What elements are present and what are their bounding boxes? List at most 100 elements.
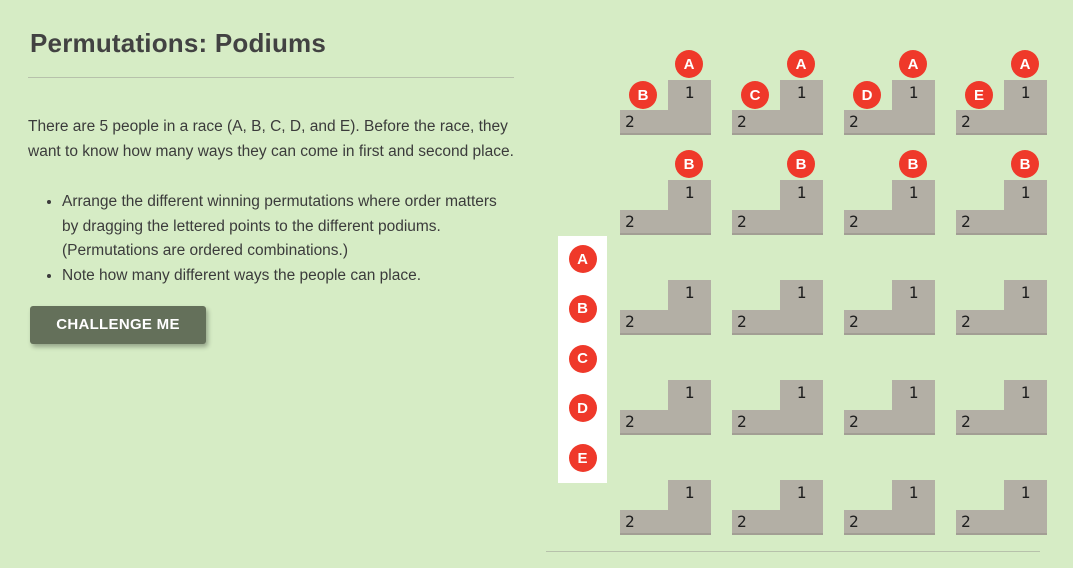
- first-place-step[interactable]: 1: [1004, 180, 1047, 235]
- letter-chip-C[interactable]: C: [568, 344, 597, 373]
- letter-chip-E[interactable]: E: [965, 81, 993, 109]
- first-place-step[interactable]: 1: [1004, 80, 1047, 135]
- second-place-step[interactable]: 2: [844, 210, 892, 235]
- second-place-step[interactable]: 2: [844, 110, 892, 135]
- first-place-step[interactable]: 1: [668, 180, 711, 235]
- letter-chip-D[interactable]: D: [853, 81, 881, 109]
- first-place-step[interactable]: 1: [1004, 380, 1047, 435]
- letter-chip-B[interactable]: B: [568, 294, 597, 323]
- letter-chip-A[interactable]: A: [899, 50, 927, 78]
- second-place-label: 2: [961, 112, 971, 131]
- second-place-step[interactable]: 2: [844, 410, 892, 435]
- second-place-label: 2: [737, 212, 747, 231]
- first-place-label: 1: [684, 383, 695, 402]
- second-place-step[interactable]: 2: [956, 510, 1004, 535]
- second-place-label: 2: [737, 512, 747, 531]
- second-place-step[interactable]: 2: [732, 310, 780, 335]
- first-place-label: 1: [684, 483, 695, 502]
- first-place-step[interactable]: 1: [892, 280, 935, 335]
- second-place-step[interactable]: 2: [620, 110, 668, 135]
- instruction-item: Arrange the different winning permutatio…: [62, 190, 514, 264]
- first-place-step[interactable]: 1: [892, 180, 935, 235]
- letter-chip-A[interactable]: A: [568, 245, 597, 273]
- letter-chip-B[interactable]: B: [787, 150, 815, 178]
- second-place-step[interactable]: 2: [732, 210, 780, 235]
- second-place-label: 2: [625, 512, 635, 531]
- second-place-step[interactable]: 2: [956, 310, 1004, 335]
- first-place-step[interactable]: 1: [668, 280, 711, 335]
- second-place-step[interactable]: 2: [844, 310, 892, 335]
- first-place-step[interactable]: 1: [780, 80, 823, 135]
- second-place-step[interactable]: 2: [620, 210, 668, 235]
- instruction-item: Note how many different ways the people …: [62, 264, 514, 289]
- first-place-step[interactable]: 1: [668, 480, 711, 535]
- second-place-step[interactable]: 2: [956, 110, 1004, 135]
- first-place-step[interactable]: 1: [892, 480, 935, 535]
- letter-chip-B[interactable]: B: [675, 150, 703, 178]
- letter-chip-D[interactable]: D: [568, 394, 597, 423]
- instructions-list: Arrange the different winning permutatio…: [28, 190, 514, 288]
- first-place-label: 1: [1020, 183, 1031, 202]
- first-place-step[interactable]: 1: [1004, 480, 1047, 535]
- second-place-step[interactable]: 2: [732, 510, 780, 535]
- letter-chip-C[interactable]: C: [741, 81, 769, 109]
- letter-chip-B[interactable]: B: [629, 81, 657, 109]
- second-place-step[interactable]: 2: [620, 310, 668, 335]
- second-place-step[interactable]: 2: [732, 410, 780, 435]
- second-place-label: 2: [625, 312, 635, 331]
- first-place-step[interactable]: 1: [668, 380, 711, 435]
- first-place-step[interactable]: 1: [892, 380, 935, 435]
- second-place-step[interactable]: 2: [732, 110, 780, 135]
- letter-chip-B[interactable]: B: [899, 150, 927, 178]
- second-place-step[interactable]: 2: [620, 410, 668, 435]
- second-place-label: 2: [849, 512, 859, 531]
- second-place-label: 2: [737, 412, 747, 431]
- first-place-step[interactable]: 1: [780, 480, 823, 535]
- first-place-step[interactable]: 1: [780, 280, 823, 335]
- intro-text: There are 5 people in a race (A, B, C, D…: [28, 118, 514, 160]
- letter-chip-E[interactable]: E: [568, 444, 597, 472]
- letter-chip-A[interactable]: A: [1011, 50, 1039, 78]
- first-place-label: 1: [908, 183, 919, 202]
- letter-chip-A[interactable]: A: [787, 50, 815, 78]
- second-place-step[interactable]: 2: [844, 510, 892, 535]
- first-place-step[interactable]: 1: [668, 80, 711, 135]
- first-place-label: 1: [684, 83, 695, 102]
- second-place-step[interactable]: 2: [956, 210, 1004, 235]
- first-place-step[interactable]: 1: [1004, 280, 1047, 335]
- second-place-label: 2: [737, 312, 747, 331]
- second-place-step[interactable]: 2: [620, 510, 668, 535]
- second-place-label: 2: [961, 512, 971, 531]
- letter-chip-A[interactable]: A: [675, 50, 703, 78]
- first-place-label: 1: [684, 283, 695, 302]
- first-place-step[interactable]: 1: [892, 80, 935, 135]
- first-place-step[interactable]: 1: [780, 380, 823, 435]
- challenge-me-button[interactable]: CHALLENGE ME: [30, 306, 206, 344]
- first-place-step[interactable]: 1: [780, 180, 823, 235]
- second-place-label: 2: [849, 312, 859, 331]
- letter-chip-B[interactable]: B: [1011, 150, 1039, 178]
- second-place-label: 2: [961, 312, 971, 331]
- second-place-step[interactable]: 2: [956, 410, 1004, 435]
